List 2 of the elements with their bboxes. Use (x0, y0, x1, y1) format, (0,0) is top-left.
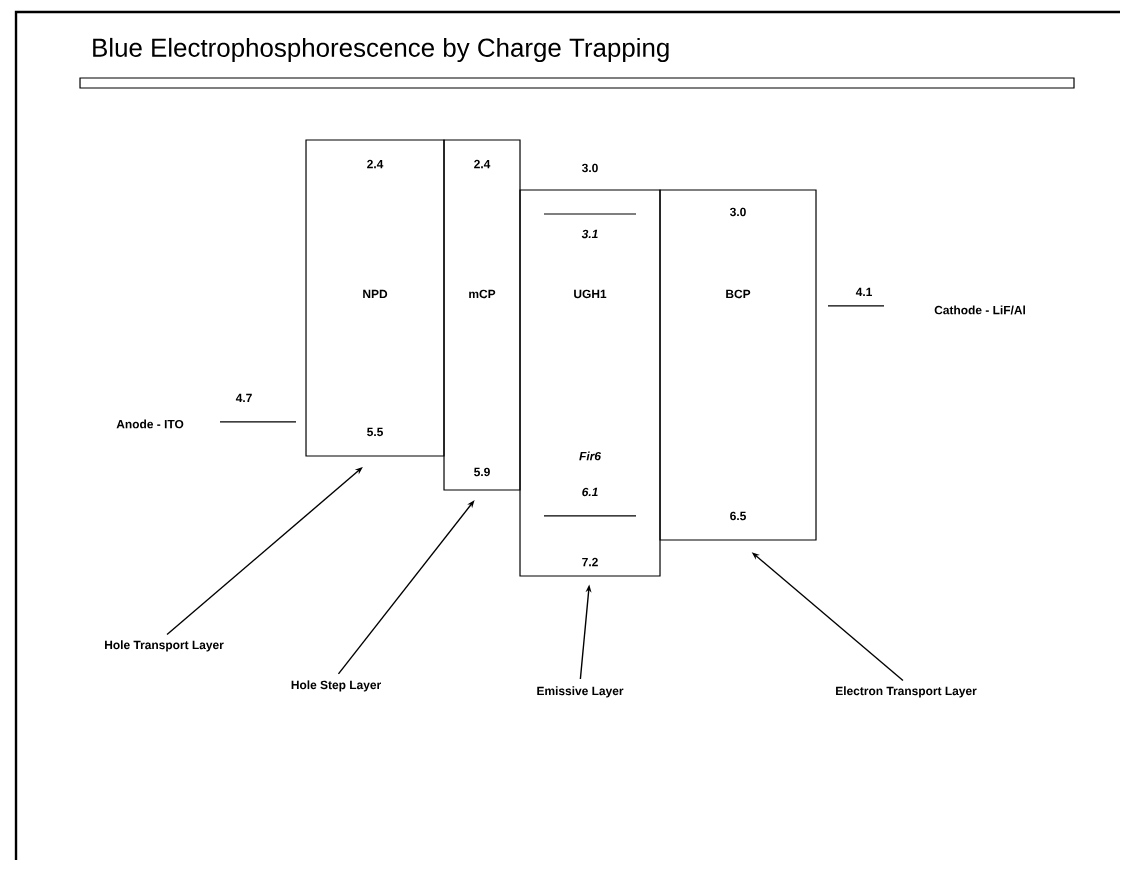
arrow (337, 500, 475, 675)
title: Blue Electrophosphorescence by Charge Trapping (93, 37, 669, 63)
